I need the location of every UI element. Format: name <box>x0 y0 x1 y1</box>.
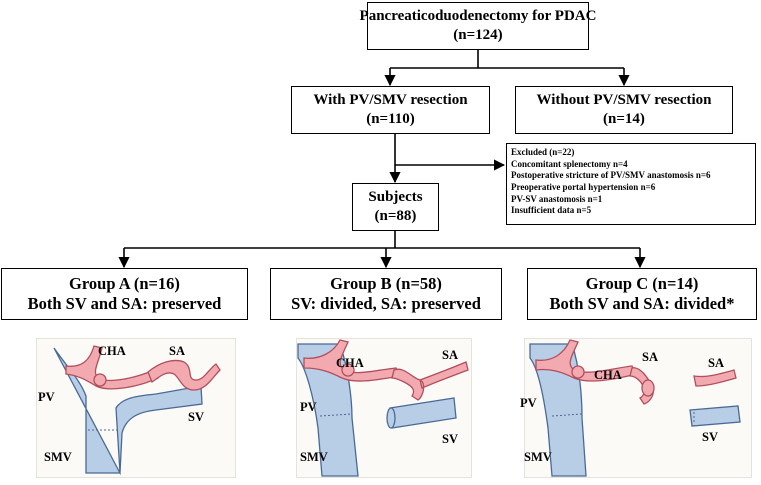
without-box-line2: (n=14) <box>603 111 645 127</box>
excluded-line: Preoperative portal hypertension n=6 <box>511 182 656 193</box>
group-b-title: Group B (n=58) <box>330 274 442 294</box>
cha-artery <box>65 345 159 390</box>
with-resection-box: With PV/SMV resection (n=110) <box>291 86 490 134</box>
sv-divided <box>389 397 457 429</box>
group-c-title: Group C (n=14) <box>585 274 699 294</box>
illustration-group-b: CHA SA PV SV SMV <box>296 338 472 478</box>
excluded-line: Excluded (n=22) <box>511 147 575 157</box>
subjects-box: Subjects (n=88) <box>352 183 439 231</box>
subjects-line2: (n=88) <box>374 208 417 224</box>
cha-stump <box>571 365 585 379</box>
label-sa: SA <box>169 344 185 358</box>
cha-artery <box>303 339 401 382</box>
cha-stump <box>341 363 355 377</box>
label-smv: SMV <box>44 450 72 464</box>
sa-artery <box>391 361 469 401</box>
without-resection-box: Without PV/SMV resection (n=14) <box>515 86 733 134</box>
label-sa: SA <box>642 350 658 364</box>
group-c-subtitle: Both SV and SA: divided* <box>549 294 735 313</box>
label-sa: SA <box>442 348 458 362</box>
subjects-line1: Subjects <box>368 189 423 206</box>
label-smv: SMV <box>300 450 328 464</box>
cha-stump <box>93 373 107 387</box>
pv-smv-vessel <box>53 347 203 476</box>
with-box-line1: With PV/SMV resection <box>313 92 468 109</box>
label-cha: CHA <box>98 344 126 358</box>
label-sv: SV <box>442 432 458 446</box>
pancreaticoduodenectomy-box: Pancreaticoduodenectomy for PDAC (n=124) <box>360 2 596 50</box>
label-cha: CHA <box>594 368 622 382</box>
group-a-subtitle: Both SV and SA: preserved <box>27 294 222 313</box>
label-sv: SV <box>188 410 204 424</box>
label-cha: CHA <box>336 356 364 370</box>
label-pv: PV <box>300 400 317 414</box>
group-b-box: Group B (n=58) SV: divided, SA: preserve… <box>270 268 502 320</box>
with-box-line2: (n=110) <box>366 111 415 127</box>
excluded-line: PV-SV anastomosis n=1 <box>511 193 603 204</box>
label-smv: SMV <box>524 450 552 464</box>
excluded-box: Excluded (n=22) Concomitant splenectomy … <box>506 143 756 225</box>
label-sv: SV <box>702 430 718 444</box>
without-box-line1: Without PV/SMV resection <box>536 92 712 109</box>
top-box-line2: (n=124) <box>453 27 503 43</box>
excluded-line: Postoperative stricture of PV/SMV anasto… <box>511 170 711 181</box>
sv-stump <box>689 405 741 427</box>
group-a-title: Group A (n=16) <box>69 274 180 294</box>
label-pv: PV <box>38 390 55 404</box>
cha-artery <box>535 339 637 382</box>
top-box-line1: Pancreaticoduodenectomy for PDAC <box>359 8 597 25</box>
excluded-line: Insufficient data n=5 <box>511 205 592 216</box>
excluded-line: Concomitant splenectomy n=4 <box>511 158 628 169</box>
group-b-subtitle: SV: divided, SA: preserved <box>291 294 481 313</box>
sa-proximal-stump <box>641 379 655 397</box>
illustration-group-c: SA CHA SA PV SV SMV <box>520 338 752 478</box>
label-sa: SA <box>708 356 724 370</box>
sa-artery <box>147 359 221 391</box>
label-pv: PV <box>520 396 537 410</box>
illustration-group-a: CHA SA PV SV SMV <box>36 338 236 478</box>
group-c-box: Group C (n=14) Both SV and SA: divided* <box>527 268 757 320</box>
sa-distal <box>693 369 737 387</box>
group-a-box: Group A (n=16) Both SV and SA: preserved <box>1 268 248 320</box>
